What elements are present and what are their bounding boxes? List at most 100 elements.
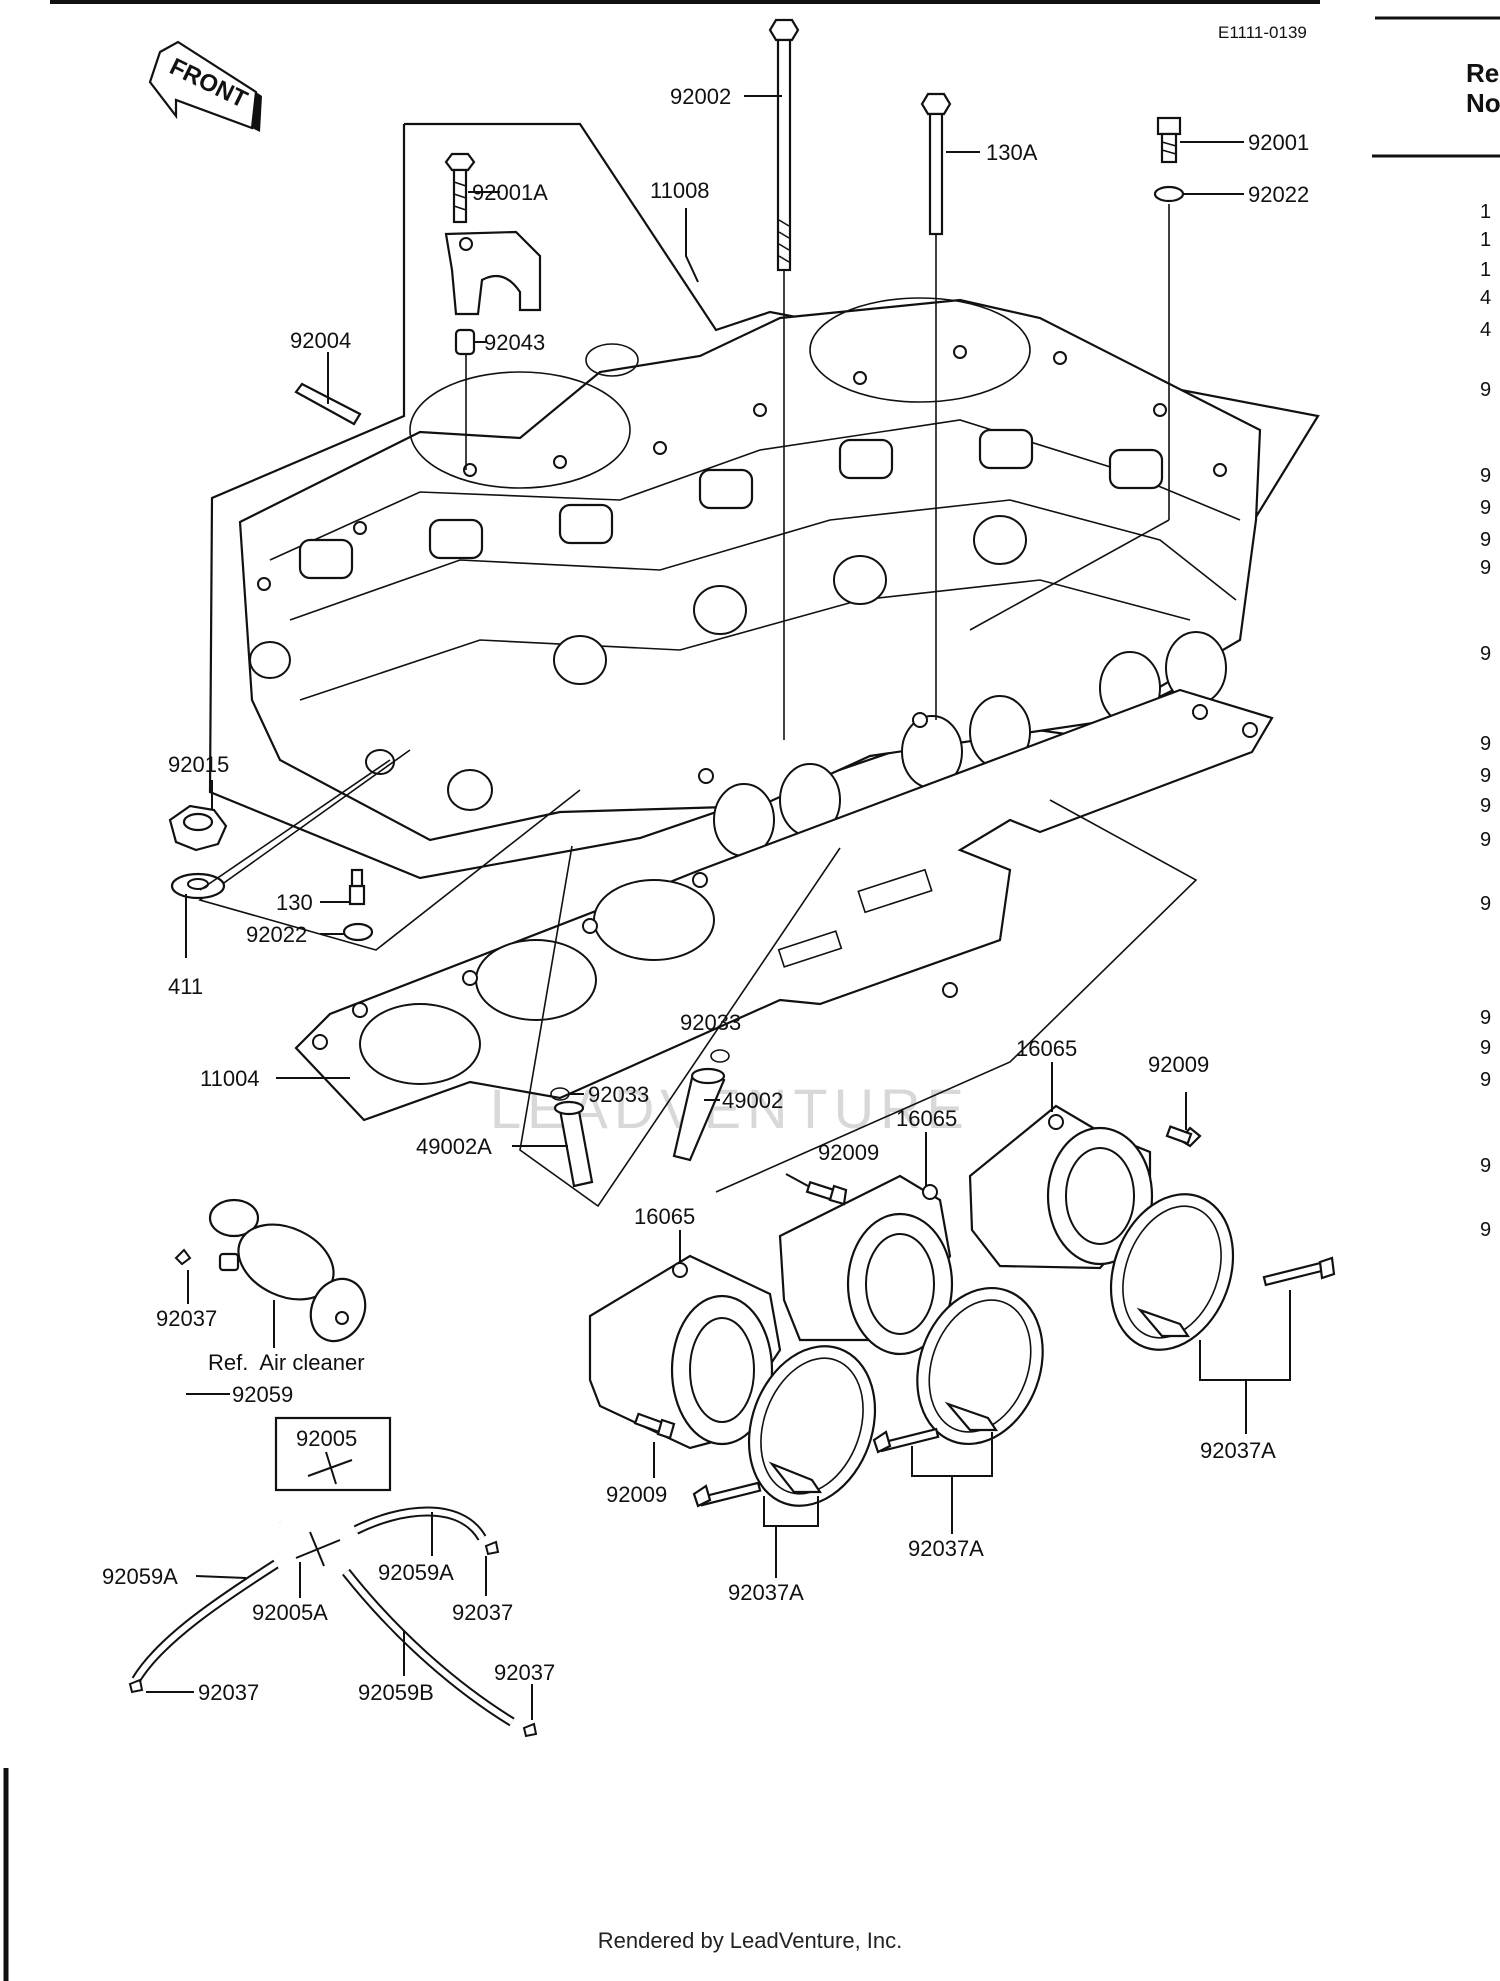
side-row-mark: 9 xyxy=(1480,1069,1491,1091)
side-row-mark: 9 xyxy=(1480,557,1491,579)
bolt-92001A xyxy=(444,152,476,224)
side-row-mark: 1 xyxy=(1480,259,1491,281)
leader-11008 xyxy=(685,208,699,283)
label-92005A: 92005A xyxy=(252,1600,328,1625)
side-row-mark: 4 xyxy=(1480,287,1491,309)
side-row-mark: 9 xyxy=(1480,1007,1491,1029)
hose-92059-inner xyxy=(139,1255,283,1525)
carburetor-holder-right xyxy=(968,1104,1154,1270)
side-row-mark: 9 xyxy=(1480,893,1491,915)
side-row-mark: 9 xyxy=(1480,829,1491,851)
joint-92005 xyxy=(307,1451,353,1485)
side-row-mark: 4 xyxy=(1480,319,1491,341)
label-92037-b: 92037 xyxy=(452,1600,513,1625)
bolt-130 xyxy=(342,868,374,942)
side-row-mark: 9 xyxy=(1480,795,1491,817)
gasket-pointer-frame-left xyxy=(198,749,581,951)
label-92037A-c: 92037A xyxy=(1200,1438,1276,1463)
clamp-center xyxy=(916,1286,1044,1446)
label-130A: 130A xyxy=(986,140,1038,165)
label-92059A-b: 92059A xyxy=(378,1560,454,1585)
label-92022-top: 92022 xyxy=(1248,182,1309,207)
label-49002: 49002 xyxy=(722,1088,783,1113)
cylinder-head-gasket xyxy=(294,688,1274,1122)
label-92059: 92059 xyxy=(232,1382,293,1407)
label-130: 130 xyxy=(276,890,313,915)
label-92037A-a: 92037A xyxy=(728,1580,804,1605)
label-411: 411 xyxy=(168,974,203,999)
side-row-mark: 9 xyxy=(1480,733,1491,755)
o-ring-92033-a xyxy=(710,1049,730,1063)
bolt-92001 xyxy=(969,116,1185,631)
label-92037A-b: 92037A xyxy=(908,1536,984,1561)
screw-92009-a xyxy=(1165,1125,1202,1148)
holder-pointer-frame xyxy=(715,799,1198,1193)
valve-guide-49002A xyxy=(553,1100,594,1188)
clamp-right xyxy=(1109,1193,1235,1351)
label-92005: 92005 xyxy=(296,1426,357,1451)
label-92037-d: 92037 xyxy=(494,1660,555,1685)
air-cleaner-fitting xyxy=(208,1198,367,1343)
label-92059A-a: 92059A xyxy=(102,1564,178,1589)
label-92009-b: 92009 xyxy=(818,1140,879,1165)
side-row-mark: 9 xyxy=(1480,379,1491,401)
side-row-mark: 9 xyxy=(1480,529,1491,551)
footer-credit: Rendered by LeadVenture, Inc. xyxy=(597,1928,903,1953)
joint-92005-box xyxy=(274,1416,392,1492)
screw-92037A-c xyxy=(1262,1256,1336,1287)
label-92002: 92002 xyxy=(670,84,731,109)
label-92037-c: 92037 xyxy=(198,1680,259,1705)
carburetor-holder-center xyxy=(778,1174,954,1356)
label-ref-air-cleaner: Ref. Air cleaner xyxy=(208,1350,365,1375)
side-row-mark: 9 xyxy=(1480,643,1491,665)
side-row-mark: 9 xyxy=(1480,1219,1491,1241)
clip-92037-markers xyxy=(128,1248,538,1738)
joint-92005A xyxy=(295,1531,341,1567)
leader-92009-b xyxy=(785,1173,809,1187)
label-92001: 92001 xyxy=(1248,130,1309,155)
front-arrow: FRONT xyxy=(148,40,262,132)
leader-92037A-a xyxy=(763,1496,819,1527)
side-row-marks: 1 1 1 4 4 9 9 9 9 9 9 9 9 9 9 9 9 9 9 9 9 xyxy=(1480,201,1491,1241)
label-92004: 92004 xyxy=(290,328,351,353)
label-92043: 92043 xyxy=(484,330,545,355)
nut-92015 xyxy=(168,759,391,900)
head-bolt-130A xyxy=(920,92,952,720)
side-header-line2: No xyxy=(1466,88,1500,118)
diagram-code: E1111-0139 xyxy=(1218,23,1307,42)
side-row-mark: 1 xyxy=(1480,229,1491,251)
camshaft-cap xyxy=(444,230,542,316)
side-row-mark: 9 xyxy=(1480,1037,1491,1059)
label-16065-c: 16065 xyxy=(634,1204,695,1229)
screw-92009-c xyxy=(633,1412,676,1440)
valve-guide-49002 xyxy=(672,1067,726,1162)
label-92059B: 92059B xyxy=(358,1680,434,1705)
label-92001A: 92001A xyxy=(472,180,548,205)
screw-92037A-a xyxy=(692,1481,762,1508)
side-row-mark: 9 xyxy=(1480,497,1491,519)
label-49002A: 49002A xyxy=(416,1134,492,1159)
label-92015: 92015 xyxy=(168,752,229,777)
clamp-left xyxy=(747,1345,877,1507)
label-92037-a: 92037 xyxy=(156,1306,217,1331)
side-row-mark: 9 xyxy=(1480,765,1491,787)
side-row-mark: 9 xyxy=(1480,465,1491,487)
side-header-line1: Re xyxy=(1466,58,1499,88)
guide-pointer-frame xyxy=(519,845,841,1208)
side-row-mark: 1 xyxy=(1480,201,1491,223)
label-92033-a: 92033 xyxy=(680,1010,741,1035)
label-16065-a: 16065 xyxy=(1016,1036,1077,1061)
label-92033-b: 92033 xyxy=(588,1082,649,1107)
screw-92037A-b xyxy=(872,1427,940,1454)
label-92009-c: 92009 xyxy=(606,1482,667,1507)
label-11004: 11004 xyxy=(200,1066,260,1091)
label-16065-b: 16065 xyxy=(896,1106,957,1131)
side-row-mark: 9 xyxy=(1480,1155,1491,1177)
leader-92059A-a xyxy=(195,1575,247,1579)
screw-92009-b xyxy=(805,1180,848,1206)
label-11008: 11008 xyxy=(650,178,710,203)
head-bolt-92002 xyxy=(768,18,800,740)
label-92009-a: 92009 xyxy=(1148,1052,1209,1077)
carburetor-holder-left xyxy=(588,1254,782,1450)
